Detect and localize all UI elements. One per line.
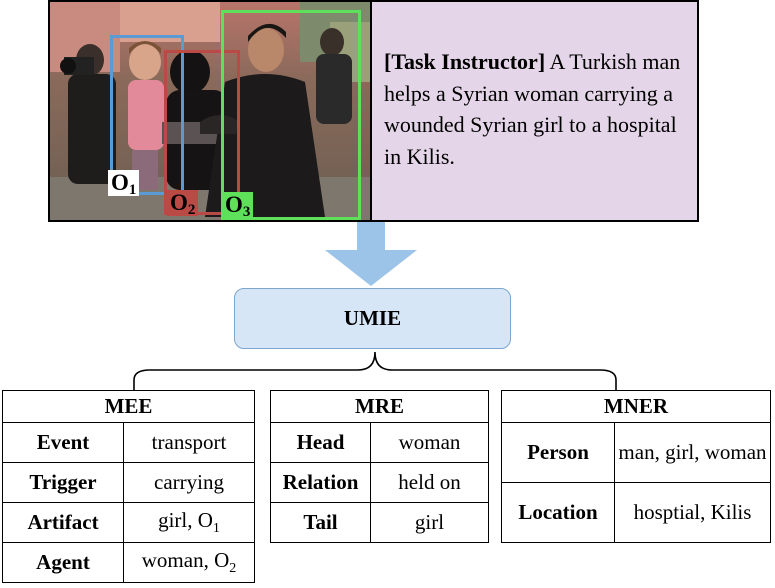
mee-value-event: transport bbox=[123, 422, 255, 463]
mee-table: MEE Event transport Trigger carrying Art… bbox=[2, 390, 255, 583]
mner-title: MNER bbox=[501, 390, 771, 423]
mee-value-artifact-sub: 1 bbox=[212, 521, 220, 537]
mee-value-artifact-text: girl, O bbox=[158, 507, 213, 532]
umie-label: UMIE bbox=[343, 306, 402, 330]
mre-value-tail: girl bbox=[370, 502, 489, 543]
label-o2: O2 bbox=[167, 190, 199, 218]
table-row: Event transport bbox=[2, 422, 255, 463]
mee-key-agent: Agent bbox=[2, 542, 124, 583]
input-panel: O1 O2 O3 [Task Instructor] A Turkish man… bbox=[48, 0, 699, 222]
mee-title: MEE bbox=[2, 390, 255, 423]
news-photo: O1 O2 O3 bbox=[50, 2, 370, 220]
mner-key-person: Person bbox=[501, 422, 615, 483]
table-row: Location hosptial, Kilis bbox=[501, 482, 771, 543]
bbox-o1 bbox=[110, 35, 184, 195]
mee-key-artifact: Artifact bbox=[2, 502, 124, 543]
table-row: Tail girl bbox=[270, 502, 489, 543]
mner-key-location: Location bbox=[501, 482, 615, 543]
mee-key-event: Event bbox=[2, 422, 124, 463]
mee-key-trigger: Trigger bbox=[2, 462, 124, 503]
mre-value-relation: held on bbox=[370, 462, 489, 503]
curly-brace-connector bbox=[133, 351, 617, 390]
table-row: Relation held on bbox=[270, 462, 489, 503]
mner-value-location: hosptial, Kilis bbox=[614, 482, 771, 543]
down-arrow-icon bbox=[325, 222, 417, 286]
label-o1: O1 bbox=[108, 170, 140, 198]
mner-table: MNER Person man, girl, woman Location ho… bbox=[501, 390, 771, 543]
mee-value-agent-sub: 2 bbox=[229, 561, 237, 577]
mee-value-artifact: girl, O1 bbox=[123, 502, 255, 543]
mre-title: MRE bbox=[270, 390, 489, 423]
mre-key-tail: Tail bbox=[270, 502, 371, 543]
table-row: Head woman bbox=[270, 422, 489, 463]
mre-key-head: Head bbox=[270, 422, 371, 463]
mre-value-head: woman bbox=[370, 422, 489, 463]
table-row: Trigger carrying bbox=[2, 462, 255, 503]
table-row: Person man, girl, woman bbox=[501, 422, 771, 483]
table-row: Agent woman, O2 bbox=[2, 542, 255, 583]
task-instruction-text: [Task Instructor] A Turkish man helps a … bbox=[384, 46, 689, 172]
label-o3: O3 bbox=[222, 192, 254, 220]
mre-table: MRE Head woman Relation held on Tail gir… bbox=[270, 390, 489, 543]
instruction-sentence: A Turkish man helps a Syrian woman carry… bbox=[384, 49, 681, 169]
mee-value-agent-text: woman, O bbox=[141, 547, 230, 572]
mee-value-agent: woman, O2 bbox=[123, 542, 255, 583]
umie-model-box: UMIE bbox=[234, 288, 511, 349]
mee-value-trigger: carrying bbox=[123, 462, 255, 503]
bbox-o3 bbox=[221, 10, 361, 220]
task-instruction-panel: [Task Instructor] A Turkish man helps a … bbox=[370, 2, 697, 220]
mre-key-relation: Relation bbox=[270, 462, 371, 503]
task-instructor-tag: [Task Instructor] bbox=[384, 49, 546, 74]
table-row: Artifact girl, O1 bbox=[2, 502, 255, 543]
bbox-o2 bbox=[164, 50, 240, 215]
mner-value-person: man, girl, woman bbox=[614, 422, 771, 483]
